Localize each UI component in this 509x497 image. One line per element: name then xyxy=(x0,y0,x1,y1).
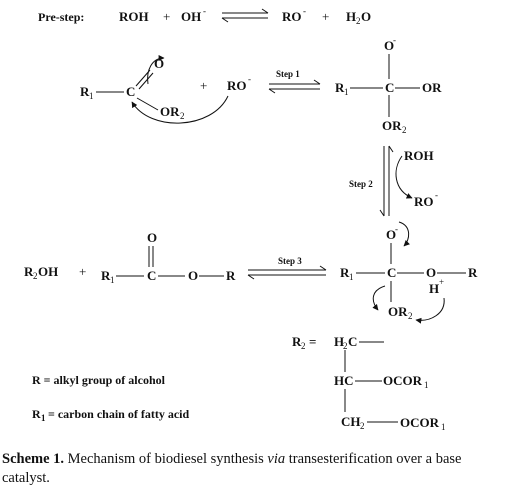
step3-label: Step 3 xyxy=(278,256,302,266)
prestep-alkoxide: RO xyxy=(282,9,302,24)
scheme-caption: Scheme 1. Mechanism of biodiesel synthes… xyxy=(2,450,507,488)
legend: R = alkyl group of alcohol R 1 = carbon … xyxy=(32,373,189,423)
int2-oxide-charge: - xyxy=(395,224,398,234)
int1-r1-sub: 1 xyxy=(344,87,349,97)
caption-label: Scheme 1. xyxy=(2,451,65,467)
step2-alkoxide: RO xyxy=(414,194,434,209)
int2-carbon: C xyxy=(387,265,396,280)
prestep-equation: Pre-step: ROH + OH - RO - + H 2 O xyxy=(38,6,371,26)
r2-definition: R 2 = H 2 C HC OCOR 1 CH 2 OCOR 1 xyxy=(292,334,446,432)
r2-def-equals: = xyxy=(309,334,316,349)
prestep-roh: ROH xyxy=(119,9,149,24)
legend-r1-symbol: R xyxy=(32,407,41,421)
product-ester-carbon: C xyxy=(147,268,156,283)
step1-alkoxide: RO xyxy=(227,78,247,93)
caption-italic: via xyxy=(267,451,286,467)
carbonyl-oxygen: O xyxy=(154,56,164,71)
prestep-plus-2: + xyxy=(322,9,329,24)
step3-arrow-cleavage xyxy=(372,285,386,311)
int1-or: OR xyxy=(422,80,442,95)
step2-roh: ROH xyxy=(404,148,434,163)
prestep-water-h: H xyxy=(346,9,356,24)
step2-curved-arrow xyxy=(395,155,413,199)
legend-r1-definition: = carbon chain of fatty acid xyxy=(45,407,189,421)
glyceride-ocor1-b-sub: 1 xyxy=(441,422,446,432)
ester-or2-sub: 2 xyxy=(180,111,185,121)
legend-r1-symbol-sub: 1 xyxy=(41,413,46,423)
step3-arrow: Step 3 xyxy=(247,256,327,280)
product-ester-r: R xyxy=(226,268,236,283)
step1-label: Step 1 xyxy=(276,69,300,79)
int2-proton-charge: + xyxy=(439,277,444,287)
step1-reactants: R 1 C O OR 2 + RO - xyxy=(80,55,251,124)
int2-r: R xyxy=(468,265,478,280)
prestep-hydroxide-charge: - xyxy=(203,6,206,16)
product-ester-o: O xyxy=(188,268,198,283)
glyceride-h2c-h: H xyxy=(334,334,344,349)
int2-or2-sub: 2 xyxy=(408,311,413,321)
int2-oxide: O xyxy=(386,227,396,242)
step1-alkoxide-charge: - xyxy=(248,74,251,84)
step3-products: R 2 OH + R 1 C O O R xyxy=(24,230,236,285)
product-r2oh-oh: OH xyxy=(38,264,58,279)
prestep-equilibrium-arrow xyxy=(221,8,269,23)
r1-label: R xyxy=(80,84,90,99)
glyceride-ocor1-a: OCOR xyxy=(383,373,423,388)
int2-ether-o: O xyxy=(426,265,436,280)
caption-text-1: Mechanism of biodiesel synthesis xyxy=(64,451,268,467)
prestep-water-sub: 2 xyxy=(356,16,361,26)
step2-label: Step 2 xyxy=(349,179,373,189)
prestep-hydroxide: OH xyxy=(181,9,201,24)
electron-arrow-carbonyl xyxy=(147,55,165,85)
caption-text-2: transesterification over a base catalyst… xyxy=(2,451,466,486)
carbonyl-carbon: C xyxy=(126,84,135,99)
int2-proton: H xyxy=(429,281,439,296)
glyceride-ocor1-a-sub: 1 xyxy=(424,380,429,390)
r2-def-label: R xyxy=(292,334,302,349)
int2-r1: R xyxy=(340,265,350,280)
glyceride-h2c-sub: 2 xyxy=(343,341,348,351)
step2-arrow: Step 2 ROH RO - xyxy=(349,145,438,217)
tetrahedral-intermediate-1: R 1 C OR O - OR 2 xyxy=(335,35,442,135)
int1-or2: OR xyxy=(382,118,402,133)
step2-alkoxide-charge: - xyxy=(435,190,438,200)
step1-arrow: Step 1 xyxy=(268,69,321,94)
legend-r-definition: R = alkyl group of alcohol xyxy=(32,373,166,387)
prestep-water-o: O xyxy=(361,9,371,24)
int1-oxide-charge: - xyxy=(393,35,396,45)
product-ester-r1: R xyxy=(101,268,111,283)
step1-plus: + xyxy=(200,78,207,93)
int1-carbon: C xyxy=(385,80,394,95)
glyceride-h2c-c: C xyxy=(348,334,357,349)
int2-r1-sub: 1 xyxy=(349,272,354,282)
product-ester-r1-sub: 1 xyxy=(110,275,115,285)
step3-arrow-oxide xyxy=(398,221,410,247)
product-r2oh-r: R xyxy=(24,264,34,279)
ester-or2: OR xyxy=(160,104,180,119)
prestep-label: Pre-step: xyxy=(38,10,84,24)
tetrahedral-intermediate-2: R 1 C O - O R H + OR 2 xyxy=(340,221,478,324)
glyceride-hc: HC xyxy=(334,373,354,388)
int1-r1: R xyxy=(335,80,345,95)
step3-plus: + xyxy=(79,264,86,279)
glyceride-ch2-sub: 2 xyxy=(360,421,365,431)
glyceride-ch2-c: CH xyxy=(341,414,361,429)
int1-oxide: O xyxy=(384,38,394,53)
glyceride-ocor1-b: OCOR xyxy=(400,415,440,430)
r2-def-label-sub: 2 xyxy=(301,341,306,351)
reaction-scheme: Pre-step: ROH + OH - RO - + H 2 O R 1 C … xyxy=(24,6,478,432)
prestep-alkoxide-charge: - xyxy=(303,6,306,16)
r1-label-sub: 1 xyxy=(89,91,94,101)
int2-or2: OR xyxy=(388,304,408,319)
product-ester-carbonyl-o: O xyxy=(147,230,157,245)
product-r2oh-sub: 2 xyxy=(33,271,38,281)
electron-arrow-attack xyxy=(131,95,229,124)
step3-arrow-proton xyxy=(415,297,445,324)
int1-or2-sub: 2 xyxy=(402,125,407,135)
prestep-plus-1: + xyxy=(163,9,170,24)
